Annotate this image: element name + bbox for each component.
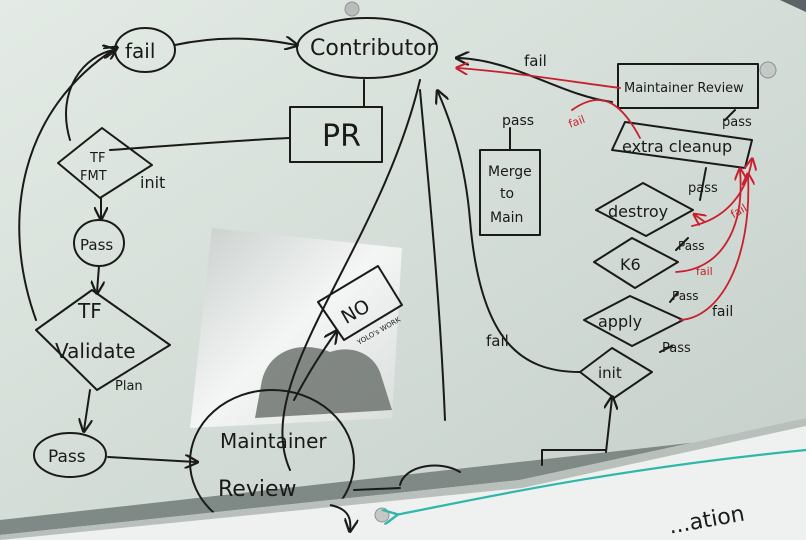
apply-node — [583, 295, 684, 347]
plan-label: Plan — [115, 379, 143, 394]
init-right-label: init — [598, 364, 622, 382]
init-left-label: init — [140, 173, 165, 192]
maintainer-review-box — [617, 63, 759, 109]
tf-fmt-label-1: TF — [89, 151, 105, 166]
pass-k6-label: Pass — [678, 239, 705, 253]
line-review-right — [353, 487, 401, 491]
destroy-node — [595, 182, 694, 237]
foreground-board-edge — [0, 418, 806, 540]
pr-node — [289, 106, 383, 163]
merge-label-1: Merge — [488, 164, 532, 180]
maintainer-review-label-2: Review — [218, 477, 297, 502]
partial-node-bottom — [399, 464, 461, 486]
arrow-pass-to-review — [107, 457, 196, 462]
line-destroy-pass — [699, 167, 707, 201]
tf-validate-label-1: TF — [77, 299, 102, 323]
k6-node — [593, 237, 679, 289]
fail-red-label-1: fail — [567, 113, 587, 131]
fail-right-label: fail — [524, 52, 547, 70]
maintainer-review-label-1: Maintainer — [220, 429, 327, 453]
destroy-label: destroy — [608, 202, 668, 221]
line-k6-pass — [675, 237, 689, 251]
arrow-validate-to-fail — [18, 48, 116, 321]
line-fmt-to-pr — [109, 137, 291, 151]
line-contributor-down — [419, 89, 446, 421]
red-arrow-k6-to-cleanup — [675, 170, 741, 273]
arrow-to-init-right — [606, 398, 612, 453]
arrow-pass-to-validate — [97, 265, 99, 292]
foreground-arrow — [329, 504, 350, 530]
arrow-init-fail-to-contributor — [438, 92, 581, 373]
pass-2-node — [33, 432, 107, 478]
partial-box-bottom — [541, 449, 607, 466]
k6-label: K6 — [620, 255, 641, 274]
pass-1-label: Pass — [80, 236, 113, 254]
pass-2-label: Pass — [48, 447, 86, 467]
extra-cleanup-label: extra cleanup — [622, 137, 732, 156]
line-review-to-contributor — [281, 79, 421, 471]
reflection-silhouette — [255, 347, 392, 418]
arrow-validate-to-pass — [84, 389, 90, 430]
line-init-pass — [659, 345, 673, 353]
pass-init-label: Pass — [662, 341, 691, 356]
line-apply-pass — [669, 291, 679, 303]
fail-top-label: fail — [125, 39, 155, 63]
contributor-label: Contributor — [310, 36, 437, 61]
tf-fmt-label-2: FMT — [80, 169, 107, 184]
pass-ec-label: pass — [688, 181, 718, 196]
whiteboard — [0, 0, 806, 520]
red-arrow-to-contributor — [458, 68, 621, 89]
arrow-fail-to-contributor — [174, 39, 296, 45]
no-node — [317, 265, 403, 341]
foreground-board — [0, 418, 806, 540]
pass-merge-label: pass — [502, 113, 534, 129]
arrow-review-to-no — [293, 332, 336, 401]
tf-validate-node — [35, 289, 171, 391]
fail-mid-label: fail — [486, 332, 509, 350]
pr-label: PR — [322, 119, 361, 154]
arrow-review-to-contributor — [458, 58, 613, 103]
maintainer-review-box-label: Maintainer Review — [624, 81, 744, 96]
red-line-cleanup-fail — [571, 99, 641, 139]
magnet-bottom — [374, 507, 390, 523]
magnet-right — [759, 61, 777, 79]
teal-line — [395, 448, 806, 515]
merge-label-2: to — [500, 186, 514, 202]
line-cleanup-pass — [724, 109, 736, 121]
red-arrow-apply-to-cleanup — [679, 175, 748, 321]
fail-red-label-3: fail — [696, 265, 713, 278]
pass-mr-label: pass — [722, 115, 752, 130]
fail-apply-label: fail — [712, 304, 733, 320]
magnet-top — [344, 1, 360, 17]
apply-label: apply — [598, 312, 642, 331]
tf-validate-label-2: Validate — [55, 339, 136, 363]
pass-apply-label: Pass — [672, 289, 699, 303]
merge-label-3: Main — [490, 210, 523, 226]
red-arrow-into-destroy — [695, 215, 705, 222]
